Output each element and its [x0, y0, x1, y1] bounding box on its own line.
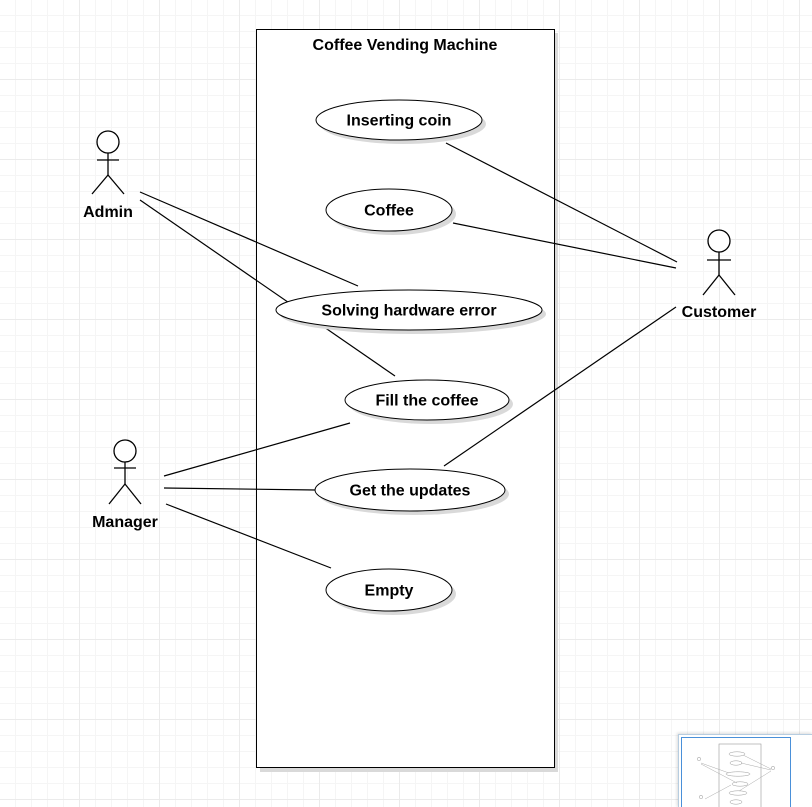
associations: [139, 142, 678, 569]
stick-figure-icon: [91, 130, 125, 195]
use-case-inserting-coin[interactable]: Inserting coin: [315, 99, 486, 144]
use-case-ellipse: [325, 188, 453, 232]
minimap-viewport-handle[interactable]: [681, 737, 791, 807]
actor-label: Manager: [92, 514, 158, 531]
use-case-ellipse: [344, 379, 510, 421]
use-case-empty[interactable]: Empty: [325, 568, 456, 615]
use-case-ellipse: [325, 568, 453, 612]
stick-figure-icon: [108, 439, 142, 505]
stick-figure-icon: [702, 229, 736, 296]
use-case-fill-the-coffee[interactable]: Fill the coffee: [344, 379, 513, 424]
use-case-solving-hardware-error[interactable]: Solving hardware error: [275, 289, 546, 334]
actor-manager[interactable]: Manager: [92, 439, 158, 531]
use-case-label: Get the updates: [350, 483, 471, 500]
association-customer-inserting-coin[interactable]: [445, 142, 678, 263]
association-customer-coffee[interactable]: [452, 222, 677, 269]
use-case-label: Inserting coin: [347, 113, 452, 130]
association-customer-get-the-updates[interactable]: [443, 306, 677, 467]
use-case-ellipse: [315, 99, 483, 141]
use-case-ellipse: [275, 289, 543, 331]
minimap-preview: [697, 743, 775, 807]
association-admin-solving-hardware-error[interactable]: [139, 191, 359, 287]
use-case-label: Solving hardware error: [321, 303, 496, 320]
use-case-label: Coffee: [364, 203, 414, 220]
use-case-label: Fill the coffee: [375, 393, 478, 410]
outline-minimap[interactable]: [678, 734, 812, 807]
use-case-get-the-updates[interactable]: Get the updates: [314, 468, 509, 515]
association-admin-fill-the-coffee[interactable]: [139, 199, 396, 377]
actor-admin[interactable]: Admin: [83, 130, 133, 221]
use-case-coffee[interactable]: Coffee: [325, 188, 456, 235]
association-manager-fill-the-coffee[interactable]: [163, 422, 351, 477]
use-case-label: Empty: [365, 583, 414, 600]
actor-label: Customer: [682, 304, 757, 321]
actor-customer[interactable]: Customer: [682, 229, 757, 321]
use-case-ellipse: [314, 468, 506, 512]
association-manager-get-the-updates[interactable]: [163, 487, 317, 491]
association-manager-empty[interactable]: [165, 503, 332, 569]
system-title: Coffee Vending Machine: [313, 37, 498, 54]
actor-label: Admin: [83, 204, 133, 221]
